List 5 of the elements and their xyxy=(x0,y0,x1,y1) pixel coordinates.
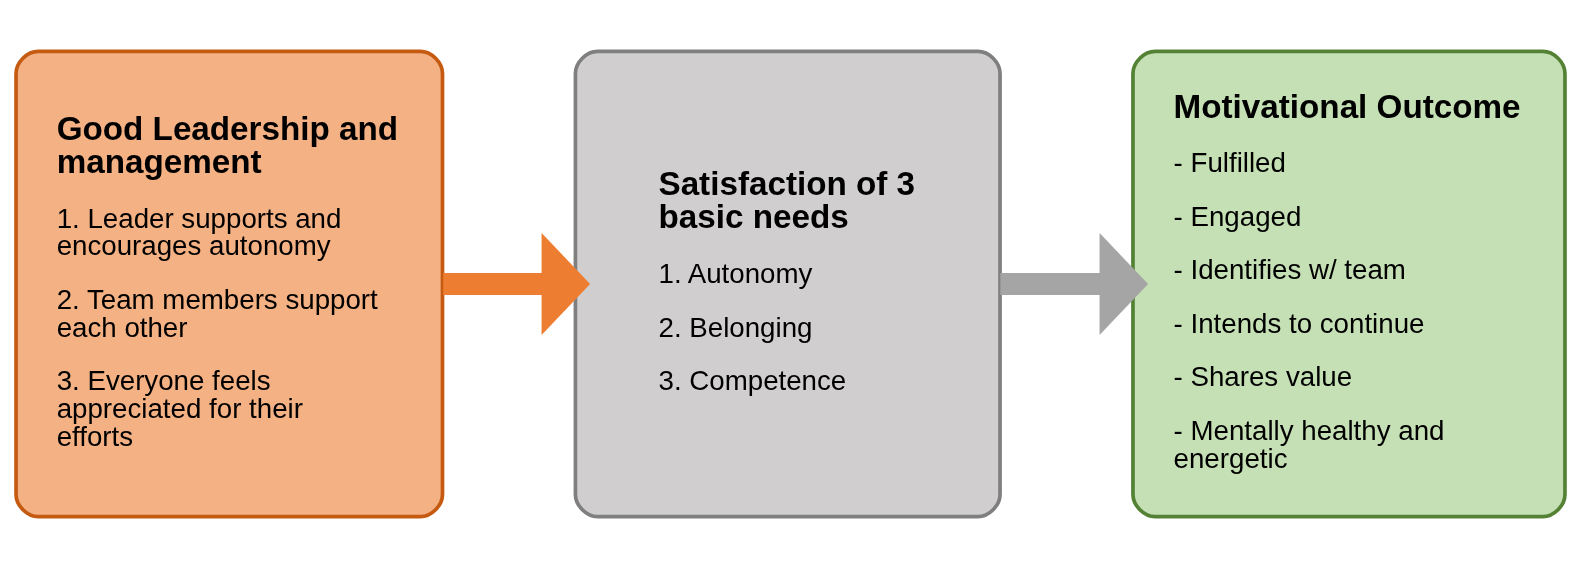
node-box: Satisfaction of 3 basic needs 1. Autonomy 2. Belonging 3. Competence xyxy=(573,49,1002,519)
arrow xyxy=(1000,233,1149,335)
node-box: Motivational Outcome - Fulfilled - Engaged - Identifies w/ team - Intends to continue - Shares value - Mentally healthy and energetic xyxy=(1131,49,1567,519)
node-box: Good Leadership and management 1. Leader supports and encourages autonomy 2. Team members support each other 3. Everyone feels appreciated for their efforts xyxy=(14,49,445,519)
arrow xyxy=(443,233,591,335)
